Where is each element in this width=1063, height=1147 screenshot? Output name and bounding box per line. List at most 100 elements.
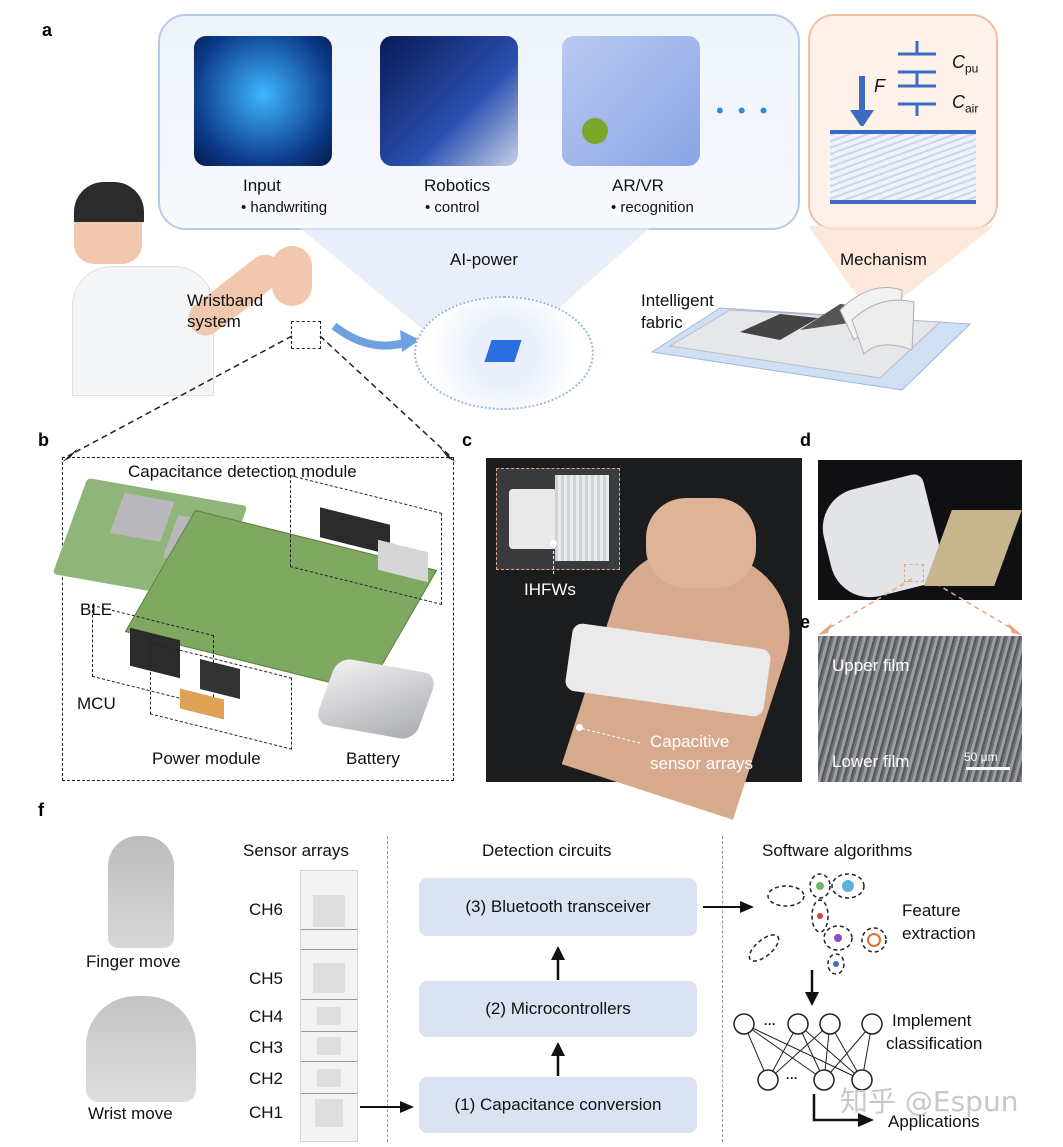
ellipsis-dots: • • • (716, 98, 772, 123)
sensor-pad-ch5 (313, 963, 345, 993)
fist (646, 498, 756, 588)
channel-label-ch6: CH6 (249, 900, 284, 919)
battery-label: Battery (346, 749, 400, 768)
cap-pu-label: Cpu (952, 52, 978, 76)
cap-air-sub: air (965, 101, 979, 116)
strip-divider (301, 1031, 357, 1032)
sensor-pad-ch2 (317, 1069, 341, 1087)
cap-air-label: Cair (952, 92, 978, 116)
person-body (72, 266, 214, 396)
curved-arrow-icon (331, 322, 420, 352)
sensor-arrays-label-2: sensor arrays (650, 754, 753, 773)
classification-label-2: classification (886, 1034, 983, 1053)
upper-film-label: Upper film (832, 656, 910, 675)
mechanism-label: Mechanism (840, 250, 927, 269)
inset-pointer-line (553, 546, 554, 574)
fabric-label-2: fabric (641, 313, 683, 332)
arvr-app-image (562, 36, 700, 166)
step-bluetooth-transceiver: (3) Bluetooth transceiver (419, 878, 697, 936)
capacitor-icon (850, 41, 936, 126)
feature-extraction-label-1: Feature (902, 901, 961, 920)
sem-image (818, 636, 1022, 782)
ble-label: BLE (80, 600, 113, 619)
step-capacitance-conversion: (1) Capacitance conversion (419, 1077, 697, 1133)
feature-extraction-label-2: extraction (902, 924, 976, 943)
zoom-marker (904, 564, 924, 582)
ball-icon (582, 118, 608, 144)
fabric-label-1: Intelligent (641, 291, 714, 310)
d-to-e-zoom-lines (818, 578, 1022, 635)
module-frame (62, 457, 454, 781)
channel-label-ch1: CH1 (249, 1103, 284, 1122)
mechanism-box: F Cpu Cair (808, 14, 998, 230)
panel-letter-a: a (42, 20, 53, 40)
lower-film-label: Lower film (832, 752, 910, 771)
cap-air-symbol: C (952, 92, 965, 112)
inset-fabric-roll (555, 475, 609, 561)
finger-move-label: Finger move (86, 952, 181, 971)
sensor-strip (300, 870, 358, 1142)
separator-left (387, 836, 388, 1142)
cap-pu-sub: pu (965, 61, 979, 76)
sensor-pad-ch4 (317, 1007, 341, 1025)
person-illustration (72, 182, 312, 396)
cap-pu-symbol: C (952, 52, 965, 72)
wristband-label-1: Wristband (187, 291, 264, 310)
watermark-text: 知乎 @Espun (840, 1085, 1019, 1118)
channel-label-ch4: CH4 (249, 1007, 284, 1026)
classification-label-1: Implement (892, 1011, 972, 1030)
svg-text:···: ··· (764, 1017, 776, 1031)
panel-letter-e: e (800, 612, 811, 632)
person-hair (74, 182, 144, 222)
force-label: F (874, 76, 885, 96)
channel-label-ch5: CH5 (249, 969, 284, 988)
strip-divider (301, 999, 357, 1000)
sensor-pad-ch6 (313, 895, 345, 927)
applications-label: Applications (888, 1112, 980, 1131)
app-input-sub: • handwriting (241, 199, 328, 216)
channel-label-ch3: CH3 (249, 1038, 284, 1057)
inset-device (509, 489, 557, 549)
finger-move-hand (108, 836, 174, 948)
module-title: Capacitance detection module (128, 462, 357, 481)
app-robotics-title: Robotics (424, 176, 491, 195)
ai-chip-circuit (414, 296, 594, 410)
separator-right (722, 836, 723, 1142)
fiber-layer (830, 130, 976, 204)
panel-letter-c: c (462, 430, 473, 450)
panel-letter-d: d (800, 430, 811, 450)
strip-divider (301, 949, 357, 950)
person-hand (272, 246, 312, 306)
wrist-move-label: Wrist move (88, 1104, 173, 1123)
detection-circuits-heading: Detection circuits (482, 841, 612, 860)
projection-beams (300, 226, 994, 360)
wristband-highlight (291, 321, 321, 349)
strip-divider (301, 1093, 357, 1094)
inset-frame (496, 468, 620, 570)
inset-pointer-dot (550, 540, 557, 547)
power-module-label: Power module (152, 749, 261, 768)
svg-text:···: ··· (786, 1071, 798, 1085)
strip-divider (301, 929, 357, 930)
intelligent-fabric-illustration (650, 287, 972, 391)
film-peel-photo (814, 460, 1022, 606)
strip-divider (301, 1061, 357, 1062)
neural-network-icon: ··· ··· (733, 1013, 883, 1091)
sensor-pad-ch1 (315, 1099, 343, 1127)
scale-bar (966, 767, 1010, 770)
sensor-arrays-heading: Sensor arrays (243, 841, 349, 860)
mcu-label: MCU (77, 694, 116, 713)
software-algorithms-heading: Software algorithms (762, 841, 913, 860)
app-input-title: Input (243, 176, 281, 195)
panel-letter-f: f (38, 800, 44, 820)
wrist-photo (486, 458, 811, 820)
app-arvr-sub: • recognition (611, 199, 694, 216)
wristband-label-2: system (187, 312, 241, 331)
step-microcontrollers: (2) Microcontrollers (419, 981, 697, 1037)
app-arvr-title: AR/VR (612, 176, 664, 195)
input-app-image (194, 36, 332, 166)
robotics-app-image (380, 36, 518, 166)
ihfws-label: IHFWs (524, 580, 576, 599)
ai-power-label: AI-power (450, 250, 519, 269)
